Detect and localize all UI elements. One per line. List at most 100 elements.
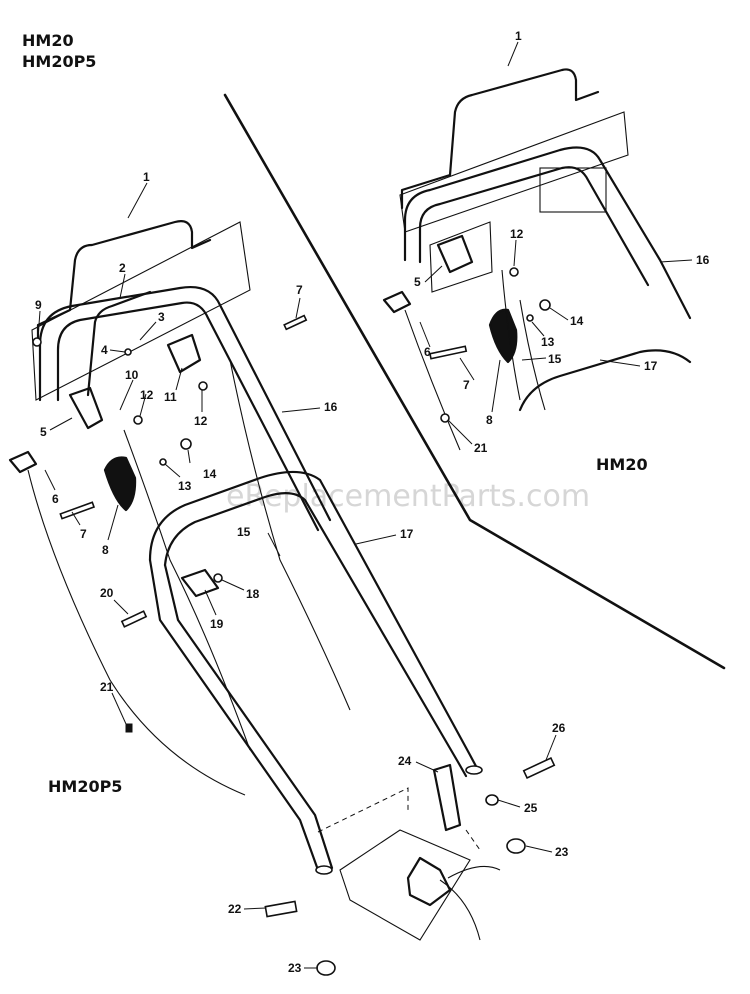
starter-handle — [8, 450, 38, 474]
callout-8: 8 — [102, 543, 109, 557]
alignment-lines — [317, 787, 481, 851]
callout-6: 6 — [52, 492, 59, 506]
callout-9: 9 — [35, 298, 42, 312]
control-bail — [36, 220, 212, 342]
watermark-text: eReplacementParts.com — [226, 479, 590, 514]
callout-13: 13 — [178, 479, 192, 493]
callout-20: 20 — [100, 586, 114, 600]
nut-12-left — [133, 415, 143, 425]
callout-4: 4 — [101, 343, 108, 357]
inset-callout-1: 1 — [515, 29, 522, 43]
knob-23-right — [506, 838, 526, 854]
nut-18 — [213, 573, 223, 583]
callouts-main: 1 2 3 4 5 6 7 7 8 9 10 11 12 12 13 14 15… — [35, 170, 569, 975]
callout-19: 19 — [210, 617, 224, 631]
washer-13 — [159, 458, 167, 466]
callout-3: 3 — [158, 310, 165, 324]
inset-callout-13: 13 — [541, 335, 555, 349]
inset-divider-line — [223, 93, 726, 670]
callouts-inset: 1 5 6 7 8 12 13 14 15 16 17 21 — [414, 29, 710, 455]
callout-2: 2 — [119, 261, 126, 275]
inset-starter-handle — [382, 290, 412, 314]
model-label-hm20p5-header: HM20P5 — [22, 52, 96, 71]
callout-23-lower: 23 — [288, 961, 302, 975]
clamp-21 — [125, 723, 133, 733]
handle-end-right — [465, 765, 483, 775]
inset-callout-15: 15 — [548, 352, 562, 366]
callout-23-right: 23 — [555, 845, 569, 859]
model-label-inset: HM20 — [596, 455, 648, 474]
callout-5: 5 — [40, 425, 47, 439]
bolt-22 — [264, 900, 298, 918]
callout-21: 21 — [100, 680, 114, 694]
inset-nut-14 — [539, 299, 551, 311]
callout-24: 24 — [398, 754, 412, 768]
inset-callout-12: 12 — [510, 227, 524, 241]
cable-guide — [180, 568, 220, 598]
throttle-bracket — [166, 333, 202, 374]
inset-bolt-7 — [429, 345, 468, 360]
inset-assembly — [382, 68, 692, 451]
inset-throttle-lever — [488, 308, 518, 364]
wheel-cable-lower — [439, 865, 501, 941]
lower-handle — [148, 470, 480, 778]
inset-callout-16: 16 — [696, 253, 710, 267]
nut-12-right — [198, 381, 208, 391]
lower-handle-left-tube — [148, 558, 334, 872]
callout-10: 10 — [125, 368, 139, 382]
callout-26: 26 — [552, 721, 566, 735]
throttle-lever — [103, 456, 137, 512]
bolt-7-lower — [59, 501, 96, 520]
callout-1: 1 — [143, 170, 150, 184]
inset-bracket — [436, 234, 474, 274]
inset-callout-5: 5 — [414, 275, 421, 289]
upper-handle — [38, 286, 332, 532]
bail-rod — [86, 290, 152, 397]
inset-callout-21: 21 — [474, 441, 488, 455]
inset-lower-handle — [518, 349, 692, 412]
model-label-hm20-header: HM20 — [22, 31, 74, 50]
inset-callout-7: 7 — [463, 378, 470, 392]
callout-11: 11 — [164, 390, 177, 404]
washer-4 — [124, 348, 132, 356]
clip-9 — [32, 337, 42, 347]
inset-starter-rope — [404, 309, 461, 451]
callout-14: 14 — [203, 467, 217, 481]
handle-end-left — [315, 865, 333, 875]
callout-17: 17 — [400, 527, 414, 541]
main-assembly — [8, 220, 556, 976]
control-panel-outline — [31, 221, 251, 401]
callout-18: 18 — [246, 587, 260, 601]
inset-clamp-21 — [440, 413, 450, 423]
mounting-bracket — [406, 856, 452, 907]
callout-15: 15 — [237, 525, 251, 539]
inset-callout-8: 8 — [486, 413, 493, 427]
leader-lines — [37, 41, 693, 969]
knob-23-lower — [316, 960, 336, 976]
inset-upper-handle — [403, 146, 692, 320]
inset-cable — [501, 269, 546, 411]
handle-bracket-24 — [432, 763, 462, 832]
inset-nut-12 — [509, 267, 519, 277]
starter-rope — [27, 469, 246, 796]
callout-16: 16 — [324, 400, 338, 414]
bracket-outline — [339, 829, 471, 941]
brake-bracket — [68, 386, 104, 430]
inset-bracket-outline — [429, 221, 493, 293]
callout-22: 22 — [228, 902, 242, 916]
inset-bail — [400, 68, 600, 210]
inset-callout-14: 14 — [570, 314, 584, 328]
callout-25: 25 — [524, 801, 538, 815]
washer-25 — [485, 794, 499, 806]
callout-7-upper: 7 — [296, 283, 303, 297]
inset-washer-13 — [526, 314, 534, 322]
model-label-main: HM20P5 — [48, 777, 122, 796]
callout-12-left: 12 — [140, 388, 154, 402]
throttle-cable — [123, 359, 351, 751]
bolt-20 — [120, 610, 148, 628]
inset-decal — [539, 167, 607, 213]
inset-callout-17: 17 — [644, 359, 658, 373]
callout-7-lower: 7 — [80, 527, 87, 541]
callout-12-right: 12 — [194, 414, 208, 428]
